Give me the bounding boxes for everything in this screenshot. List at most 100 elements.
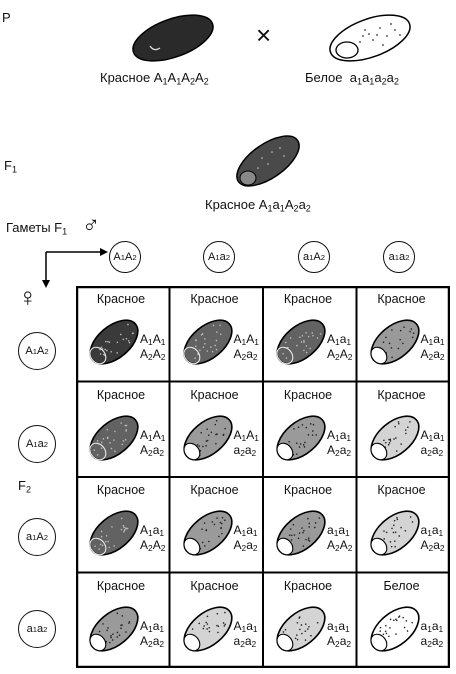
parent-white-grain [329, 14, 411, 62]
cell-phenotype: Белое [383, 578, 420, 593]
cell-genotype-locus1: A1A1 [233, 427, 259, 443]
cell-genotype-locus2: a2a2 [420, 633, 444, 649]
parent-left-genotype: A1A1A2A2 [153, 70, 209, 87]
grain-icon [276, 319, 326, 365]
grain-icon [276, 510, 326, 556]
generation-f1-label: F1 [4, 158, 18, 175]
cell-genotype-locus2: a2a2 [233, 442, 257, 458]
grain-icon [276, 605, 326, 652]
cell-phenotype: Красное [96, 387, 146, 402]
cell-genotype-locus1: A1a1 [233, 523, 258, 539]
cell-genotype-locus1: a1a1 [420, 523, 444, 539]
cell-genotype-locus2: A2a2 [233, 538, 258, 554]
parent-left-phenotype: Красное [100, 70, 151, 85]
cell-genotype-locus1: A1A1 [233, 332, 259, 348]
cell-genotype-locus1: A1a1 [420, 427, 445, 443]
cell-phenotype: Красное [283, 483, 333, 497]
cell-genotype-locus2: A2A2 [327, 347, 353, 363]
cell-phenotype: Красное [96, 483, 146, 497]
cell-genotype-locus2: A2A2 [140, 347, 166, 363]
grain-icon [89, 319, 139, 365]
f1-genotype: A1a1A2a2 [258, 197, 311, 214]
cell-genotype-locus1: A1a1 [140, 523, 165, 539]
cell-phenotype: Красное [190, 483, 239, 497]
cell-genotype-locus1: A1a1 [233, 618, 258, 634]
cell-genotype-locus1: a1a1 [420, 618, 444, 634]
cell-genotype-locus1: A1A1 [140, 427, 166, 443]
cell-genotype-locus2: a2a2 [420, 442, 444, 458]
cell-genotype-locus2: A2a2 [140, 633, 165, 649]
cell-genotype-locus2: A2A2 [140, 538, 166, 554]
cell-genotype-locus1: A1a1 [420, 332, 445, 348]
grain-icon [369, 319, 420, 365]
cross-symbol: × [256, 20, 272, 50]
cell-genotype-locus2: A2a2 [420, 538, 445, 554]
cell-phenotype: Красное [96, 578, 146, 593]
grain-icon [182, 414, 233, 461]
cell-phenotype: Красное [377, 387, 426, 402]
grain-icon [89, 510, 139, 556]
grain-icon [369, 605, 420, 652]
gametes-label: Гаметы F1 [6, 220, 68, 237]
grain-icon [182, 319, 233, 365]
cell-genotype-locus2: A2a2 [327, 442, 352, 458]
cell-genotype-locus1: A1a1 [327, 427, 352, 443]
cell-genotype-locus2: A2a2 [420, 347, 445, 363]
grain-icon [89, 414, 139, 461]
f1-phenotype: Красное [205, 197, 256, 212]
parent-right-genotype: a1a1a2a2 [349, 70, 399, 87]
grid-lines [76, 286, 450, 668]
generation-p-label: P [2, 10, 11, 25]
grain-icon [369, 414, 420, 461]
cell-genotype-locus1: a1a1 [327, 618, 350, 634]
cell-phenotype: Красное [283, 292, 333, 306]
cell-phenotype: Красное [190, 387, 239, 402]
grain-icon [89, 605, 139, 652]
parent-right-caption: Белое a1a1a2a2 [305, 70, 399, 86]
cell-phenotype: Красное [190, 578, 239, 593]
grain-icon [276, 414, 326, 461]
parent-red-grain [132, 14, 214, 62]
cell-phenotype: Красное [190, 292, 239, 306]
cell-phenotype: Красное [377, 292, 426, 306]
cell-genotype-locus1: A1a1 [327, 332, 352, 348]
cell-phenotype: Красное [283, 387, 333, 402]
cell-genotype-locus2: A2a2 [233, 347, 258, 363]
cell-genotype-locus2: A2a2 [140, 442, 165, 458]
cell-genotype-locus2: a2a2 [233, 633, 257, 649]
parent-left-caption: Красное A1A1A2A2 [100, 70, 209, 86]
cell-phenotype: Красное [377, 483, 426, 497]
f1-grain [236, 135, 300, 187]
parent-right-phenotype: Белое [305, 70, 343, 85]
cell-phenotype: Красное [96, 292, 146, 306]
f1-caption: Красное A1a1A2a2 [205, 197, 311, 213]
cell-genotype-locus1: A1A1 [140, 332, 166, 348]
cell-genotype-locus2: A2A2 [327, 538, 353, 554]
grain-icon [369, 510, 420, 556]
